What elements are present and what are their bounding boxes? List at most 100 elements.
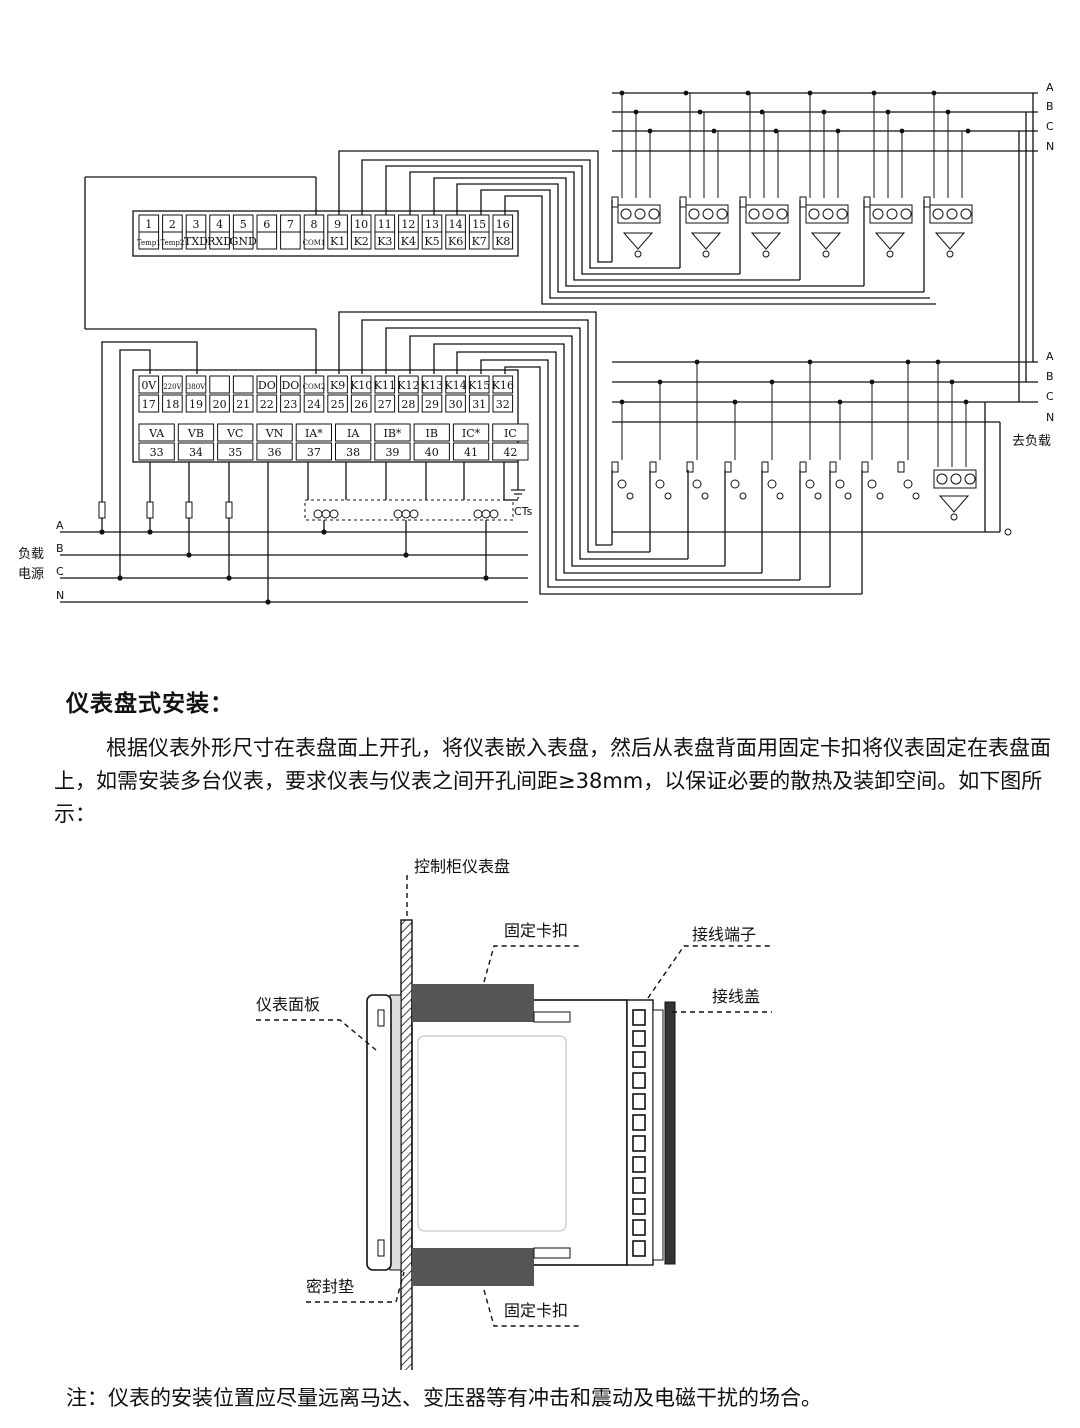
load-label: 负载 [18, 547, 44, 562]
lower-terminal-current-num-41: 41 [464, 446, 478, 459]
lower-terminal-sig-17: 0V [141, 379, 157, 392]
lower-terminal-current-box-35 [217, 423, 254, 442]
installation-diagram: 控制柜仪表盘 固定卡扣 接线端子 接线盖 仪表面板 密封垫 固定卡扣 [256, 857, 772, 1370]
terminal-slot [632, 1135, 646, 1152]
terminal-slot [632, 1051, 646, 1068]
lower-terminal-sig-30: K14 [444, 379, 466, 392]
section-paragraph: 根据仪表外形尺寸在表盘面上开孔，将仪表嵌入表盘，然后从表盘背面用固定卡扣将仪表固… [54, 736, 1051, 826]
lower-terminal-current-sigbox-36 [256, 442, 293, 461]
upper-terminal-sig-1: Temp1 [137, 239, 161, 247]
lower-terminal-sig-23: DO [281, 379, 299, 392]
label-gasket: 密封垫 [306, 1277, 354, 1296]
lower-terminal-current-num-36: 36 [268, 446, 282, 459]
lower-terminal-sigbox-23 [280, 394, 301, 413]
lower-terminal-sig-31: K15 [468, 379, 490, 392]
upper-terminal-sig-12: K4 [401, 235, 416, 248]
lower-terminal-sigbox-18 [162, 394, 183, 413]
lower-terminal-current-sig-36: VN [265, 427, 284, 440]
bus-label-left-c: C [56, 565, 64, 578]
upper-terminal-num-11: 11 [378, 218, 392, 231]
lower-terminal-sig-19: 380V [187, 383, 206, 391]
lower-terminal-sigbox-31 [468, 394, 490, 413]
lower-terminal-box-18 [162, 375, 183, 394]
terminal-slot [632, 1093, 646, 1110]
lower-terminal-current-box-39 [374, 423, 411, 442]
lower-terminal-num-25: 25 [331, 398, 345, 411]
lower-terminal-current-num-33: 33 [150, 446, 164, 459]
lower-terminal-current-sigbox-33 [138, 442, 175, 461]
lower-terminal-sig-25: K9 [330, 379, 345, 392]
fixing-clip-top [412, 984, 534, 1022]
lower-terminal-num-28: 28 [401, 398, 415, 411]
terminal-cover [664, 1001, 676, 1265]
terminal-slot [632, 1240, 646, 1257]
terminal-slot [632, 1156, 646, 1173]
upper-terminal-sig-14: K6 [448, 235, 463, 248]
upper-terminal-num-8: 8 [311, 218, 318, 231]
lower-terminal-num-21: 21 [236, 398, 250, 411]
control-panel [400, 919, 413, 1370]
lower-terminal-num-17: 17 [142, 398, 156, 411]
lower-terminal-current-sig-42: IC [504, 427, 517, 440]
lower-terminal-box-30 [445, 375, 466, 394]
label-face: 仪表面板 [256, 995, 320, 1014]
lower-terminal-current-sig-35: VC [226, 427, 243, 440]
lower-terminal-current-num-42: 42 [503, 446, 517, 459]
bus-label-top-b: B [1046, 100, 1054, 113]
terminal-slot [632, 1198, 646, 1215]
upper-terminal-sig-9: K1 [330, 235, 345, 248]
label-control-panel: 控制柜仪表盘 [414, 857, 510, 876]
lower-terminal-sig-26: K10 [350, 379, 372, 392]
upper-terminal-sig-3: TXD [184, 235, 208, 248]
lower-terminal-sigbox-28 [398, 394, 419, 413]
upper-terminal-sig-2: Temp2 [160, 239, 184, 247]
upper-terminal-sigbox-4 [209, 231, 230, 250]
lower-terminal-sig-28: K12 [397, 379, 419, 392]
lower-terminal-current-num-37: 37 [307, 446, 321, 459]
upper-terminal-sigbox-12 [398, 231, 419, 250]
lower-terminal-current-sigbox-34 [177, 442, 215, 461]
upper-terminal-sigbox-16 [492, 231, 514, 250]
lower-terminal-current-num-34: 34 [189, 446, 203, 459]
lower-terminal-current-box-33 [138, 423, 175, 442]
upper-terminal-sigbox-14 [445, 231, 466, 250]
upper-terminal-num-3: 3 [193, 218, 200, 231]
upper-terminal-num-14: 14 [449, 218, 463, 231]
terminal-slot [632, 1009, 646, 1026]
lower-terminal-box-25 [327, 375, 348, 394]
lower-terminal-current-box-36 [256, 423, 293, 442]
upper-terminal-num-13: 13 [425, 218, 439, 231]
bus-label-mid-n: N [1046, 411, 1054, 424]
terminal-slot [632, 1072, 646, 1089]
upper-terminal-sigbox-5 [232, 231, 254, 250]
lower-terminal-current-box-37 [295, 423, 333, 442]
lower-terminal-current-num-38: 38 [346, 446, 360, 459]
upper-terminal-sigbox-7 [280, 231, 301, 250]
section-heading: 仪表盘式安装： [66, 691, 234, 717]
upper-terminal-sigbox-9 [327, 231, 348, 250]
lower-terminal-box-24 [303, 375, 325, 394]
lower-terminal-box-23 [280, 375, 301, 394]
lower-terminal-box-17 [138, 375, 160, 394]
lower-terminal-box-32 [492, 375, 514, 394]
lower-terminal-row-bottom: 33VA34VB35VC36VN37IA*38IA39IB*40IB41IC*4… [138, 423, 529, 461]
lower-terminal-current-sig-37: IA* [305, 427, 323, 440]
lower-terminal-sigbox-24 [303, 394, 325, 413]
lower-terminal-current-sig-41: IC* [462, 427, 481, 440]
lower-terminal-current-sigbox-39 [374, 442, 411, 461]
lower-terminal-current-num-35: 35 [228, 446, 242, 459]
lower-terminal-sigbox-21 [232, 394, 254, 413]
lower-terminal-current-box-34 [177, 423, 215, 442]
lower-terminal-current-box-41 [452, 423, 490, 442]
lower-terminal-sig-22: DO [258, 379, 276, 392]
lower-terminal-current-sigbox-41 [452, 442, 490, 461]
upper-terminal-sigbox-10 [350, 231, 372, 250]
upper-terminal-num-15: 15 [472, 218, 486, 231]
label-cover: 接线盖 [712, 987, 760, 1006]
lower-terminal-current-sigbox-35 [217, 442, 254, 461]
upper-terminal-num-7: 7 [287, 218, 294, 231]
cts-label: CTs [514, 505, 533, 518]
lower-terminal-num-22: 22 [260, 398, 274, 411]
